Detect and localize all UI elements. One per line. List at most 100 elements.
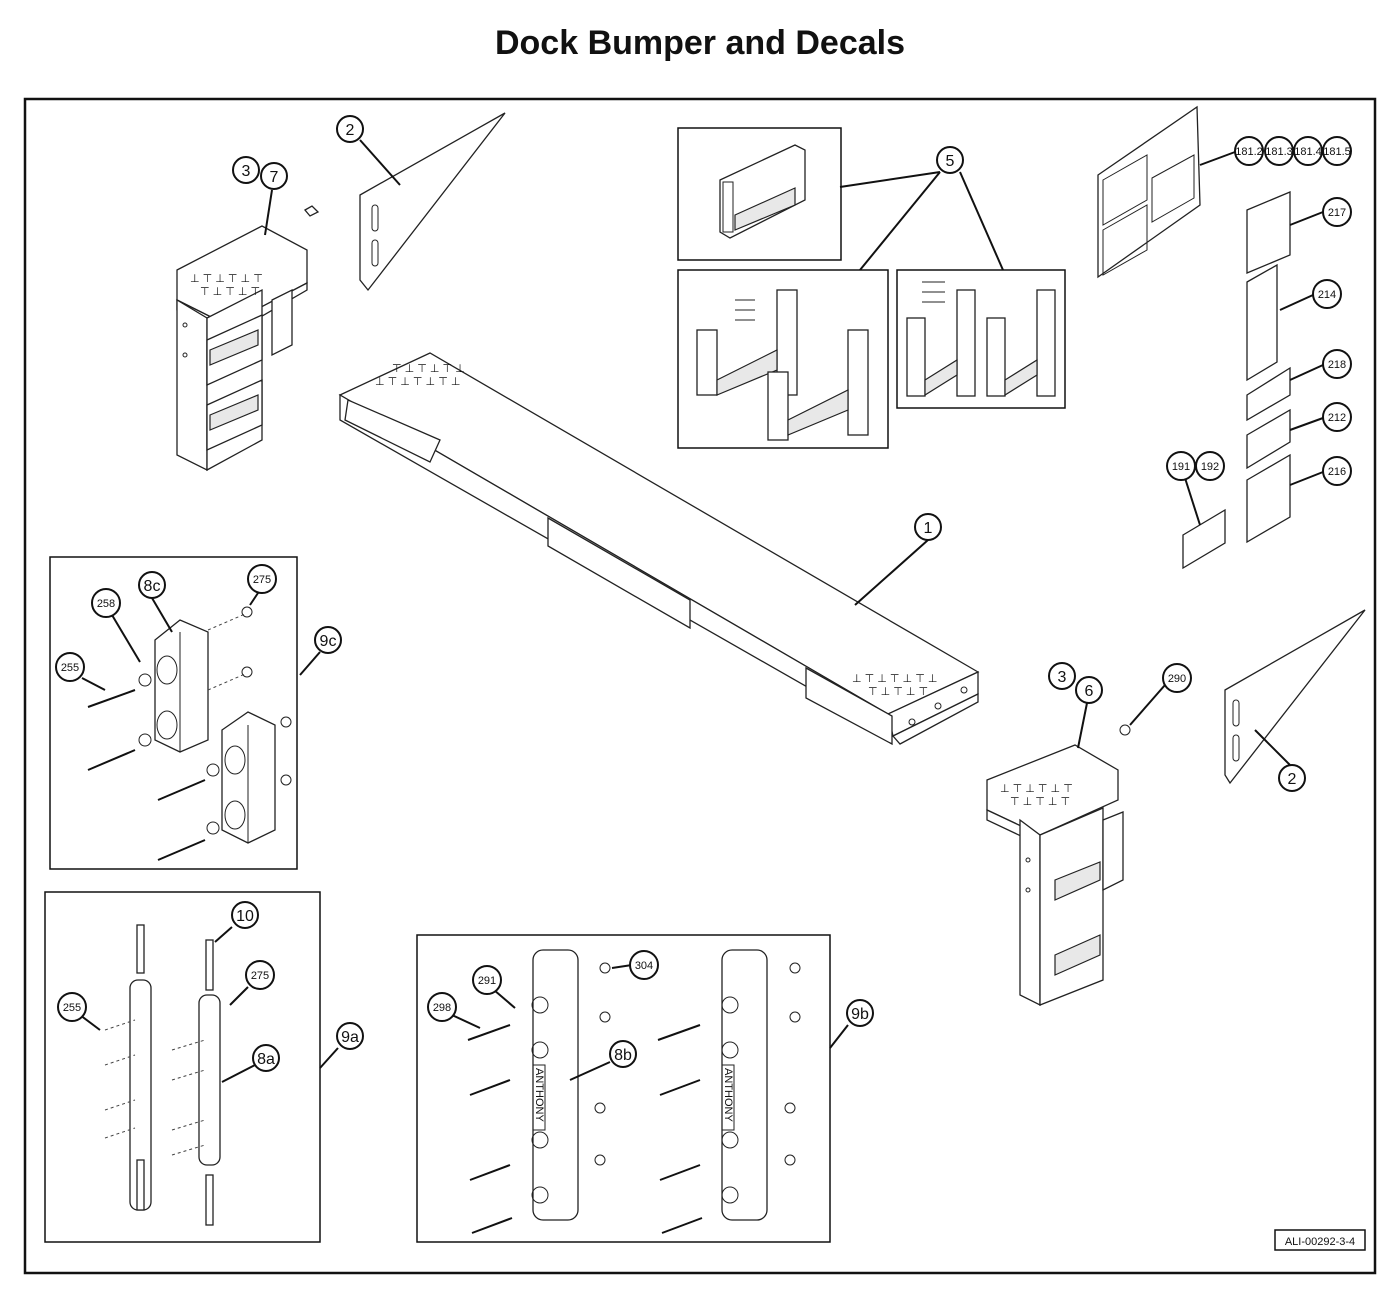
svg-text:⊤ ⊥ ⊤ ⊥ ⊤: ⊤ ⊥ ⊤ ⊥ ⊤ <box>868 686 928 698</box>
callout-8c: 8c <box>138 571 166 599</box>
svg-text:181.3: 181.3 <box>1265 146 1293 158</box>
callout-5: 5 <box>936 146 964 174</box>
callout-192: 192 <box>1195 451 1225 481</box>
svg-text:181.2: 181.2 <box>1235 146 1263 158</box>
svg-text:3: 3 <box>242 163 251 180</box>
decal-212 <box>1246 408 1291 470</box>
bumper-assembly-9a-inset <box>44 891 321 1243</box>
svg-text:3: 3 <box>1058 669 1067 686</box>
svg-text:9b: 9b <box>851 1006 869 1023</box>
callout-212: 212 <box>1322 402 1352 432</box>
svg-text:5: 5 <box>946 153 955 170</box>
callout-181-2: 181.2 <box>1234 136 1264 166</box>
callout-9b: 9b <box>846 999 874 1027</box>
svg-text:10: 10 <box>236 908 254 925</box>
svg-text:2: 2 <box>1288 771 1297 788</box>
step-bracket-right: ⊥ ⊤ ⊥ ⊤ ⊥ ⊤ ⊤ ⊥ ⊤ ⊥ ⊤ <box>986 724 1131 1007</box>
svg-text:1: 1 <box>924 520 933 537</box>
svg-text:⊤ ⊥ ⊤ ⊥ ⊤: ⊤ ⊥ ⊤ ⊥ ⊤ <box>1010 796 1070 808</box>
callout-258: 258 <box>91 588 121 618</box>
svg-text:255: 255 <box>61 662 79 674</box>
svg-text:191: 191 <box>1172 461 1190 473</box>
svg-text:⊥ ⊤ ⊥ ⊤ ⊥ ⊤ ⊥: ⊥ ⊤ ⊥ ⊤ ⊥ ⊤ ⊥ <box>375 376 460 388</box>
triangular-plate-right <box>1224 609 1366 785</box>
callout-2-left: 2 <box>336 115 364 143</box>
diagram-frame <box>23 97 1377 1275</box>
svg-text:290: 290 <box>1168 673 1186 685</box>
svg-text:6: 6 <box>1085 683 1094 700</box>
decal-218 <box>1246 366 1291 422</box>
svg-text:304: 304 <box>635 960 653 972</box>
bumper-assembly-9c-inset <box>49 556 298 870</box>
svg-text:192: 192 <box>1201 461 1219 473</box>
callout-3-right: 3 <box>1048 662 1076 690</box>
main-bumper-beam: ⊥ ⊤ ⊥ ⊤ ⊥ ⊤ ⊥ ⊤ ⊥ ⊤ ⊥ ⊤ ⊥ ⊥ ⊤ ⊥ ⊤ ⊥ ⊤ ⊥ … <box>338 352 980 746</box>
svg-text:9a: 9a <box>341 1029 359 1046</box>
callout-1: 1 <box>914 513 942 541</box>
decal-214 <box>1246 263 1278 382</box>
callout-8b: 8b <box>609 1040 637 1068</box>
decal-216 <box>1246 453 1291 544</box>
callout-214: 214 <box>1312 279 1342 309</box>
callout-9c: 9c <box>314 626 342 654</box>
callout-181-5: 181.5 <box>1322 136 1352 166</box>
svg-text:181.5: 181.5 <box>1323 146 1351 158</box>
callout-216: 216 <box>1322 456 1352 486</box>
drawing-number: ALI-00292-3-4 <box>1285 1236 1355 1248</box>
diagram-title: Dock Bumper and Decals <box>494 24 906 62</box>
callout-8a: 8a <box>252 1044 280 1072</box>
svg-text:⊥ ⊤ ⊥ ⊤ ⊥ ⊤ ⊥: ⊥ ⊤ ⊥ ⊤ ⊥ ⊤ ⊥ <box>852 673 937 685</box>
triangular-plate-left <box>359 112 506 292</box>
svg-text:9c: 9c <box>320 633 337 650</box>
bumper-kit-inset-right <box>896 269 1066 409</box>
svg-text:258: 258 <box>97 598 115 610</box>
svg-text:291: 291 <box>478 975 496 987</box>
svg-text:2: 2 <box>346 122 355 139</box>
svg-text:255: 255 <box>63 1002 81 1014</box>
svg-text:218: 218 <box>1328 359 1346 371</box>
callout-3-left: 3 <box>232 156 260 184</box>
bumper-kit-inset-top <box>677 127 842 261</box>
drawing-number-box: ALI-00292-3-4 <box>1274 1229 1366 1251</box>
svg-text:275: 275 <box>253 574 271 586</box>
callout-290: 290 <box>1162 663 1192 693</box>
step-bracket-left: ⊥ ⊤ ⊥ ⊤ ⊥ ⊤ ⊤ ⊥ ⊤ ⊥ ⊤ <box>176 205 320 472</box>
callout-218: 218 <box>1322 349 1352 379</box>
callout-9a: 9a <box>336 1022 364 1050</box>
svg-text:212: 212 <box>1328 412 1346 424</box>
bumper-kit-inset-left <box>677 269 889 449</box>
callout-298: 298 <box>427 992 457 1022</box>
svg-text:216: 216 <box>1328 466 1346 478</box>
decal-217 <box>1246 191 1291 274</box>
svg-text:⊤ ⊥ ⊤ ⊥ ⊤ ⊥: ⊤ ⊥ ⊤ ⊥ ⊤ ⊥ <box>392 363 465 375</box>
callout-255-9c: 255 <box>55 652 85 682</box>
decal-sheet <box>1097 105 1201 279</box>
svg-text:8b: 8b <box>614 1047 632 1064</box>
svg-text:8a: 8a <box>257 1051 275 1068</box>
decal-191-192 <box>1182 508 1226 570</box>
svg-text:217: 217 <box>1328 207 1346 219</box>
callout-304: 304 <box>629 950 659 980</box>
callout-6: 6 <box>1075 676 1103 704</box>
callout-2-right: 2 <box>1278 764 1306 792</box>
callout-291: 291 <box>472 965 502 995</box>
leader-lines <box>79 139 1324 1083</box>
callout-217: 217 <box>1322 197 1352 227</box>
callout-255-9a: 255 <box>57 992 87 1022</box>
svg-text:181.4: 181.4 <box>1294 146 1322 158</box>
callout-191: 191 <box>1166 451 1196 481</box>
bumper-brand-left: ANTHONY <box>533 1068 545 1122</box>
svg-text:298: 298 <box>433 1002 451 1014</box>
callout-181-3: 181.3 <box>1264 136 1294 166</box>
svg-text:⊥ ⊤ ⊥ ⊤ ⊥ ⊤: ⊥ ⊤ ⊥ ⊤ ⊥ ⊤ <box>190 273 263 285</box>
svg-text:⊤ ⊥ ⊤ ⊥ ⊤: ⊤ ⊥ ⊤ ⊥ ⊤ <box>200 286 260 298</box>
callout-275-9a: 275 <box>245 960 275 990</box>
callout-10: 10 <box>231 901 259 929</box>
svg-text:275: 275 <box>251 970 269 982</box>
svg-text:8c: 8c <box>144 578 161 595</box>
bumper-brand-right: ANTHONY <box>722 1068 734 1122</box>
callout-181-4: 181.4 <box>1293 136 1323 166</box>
svg-text:7: 7 <box>270 169 279 186</box>
svg-text:⊥ ⊤ ⊥ ⊤ ⊥ ⊤: ⊥ ⊤ ⊥ ⊤ ⊥ ⊤ <box>1000 783 1073 795</box>
